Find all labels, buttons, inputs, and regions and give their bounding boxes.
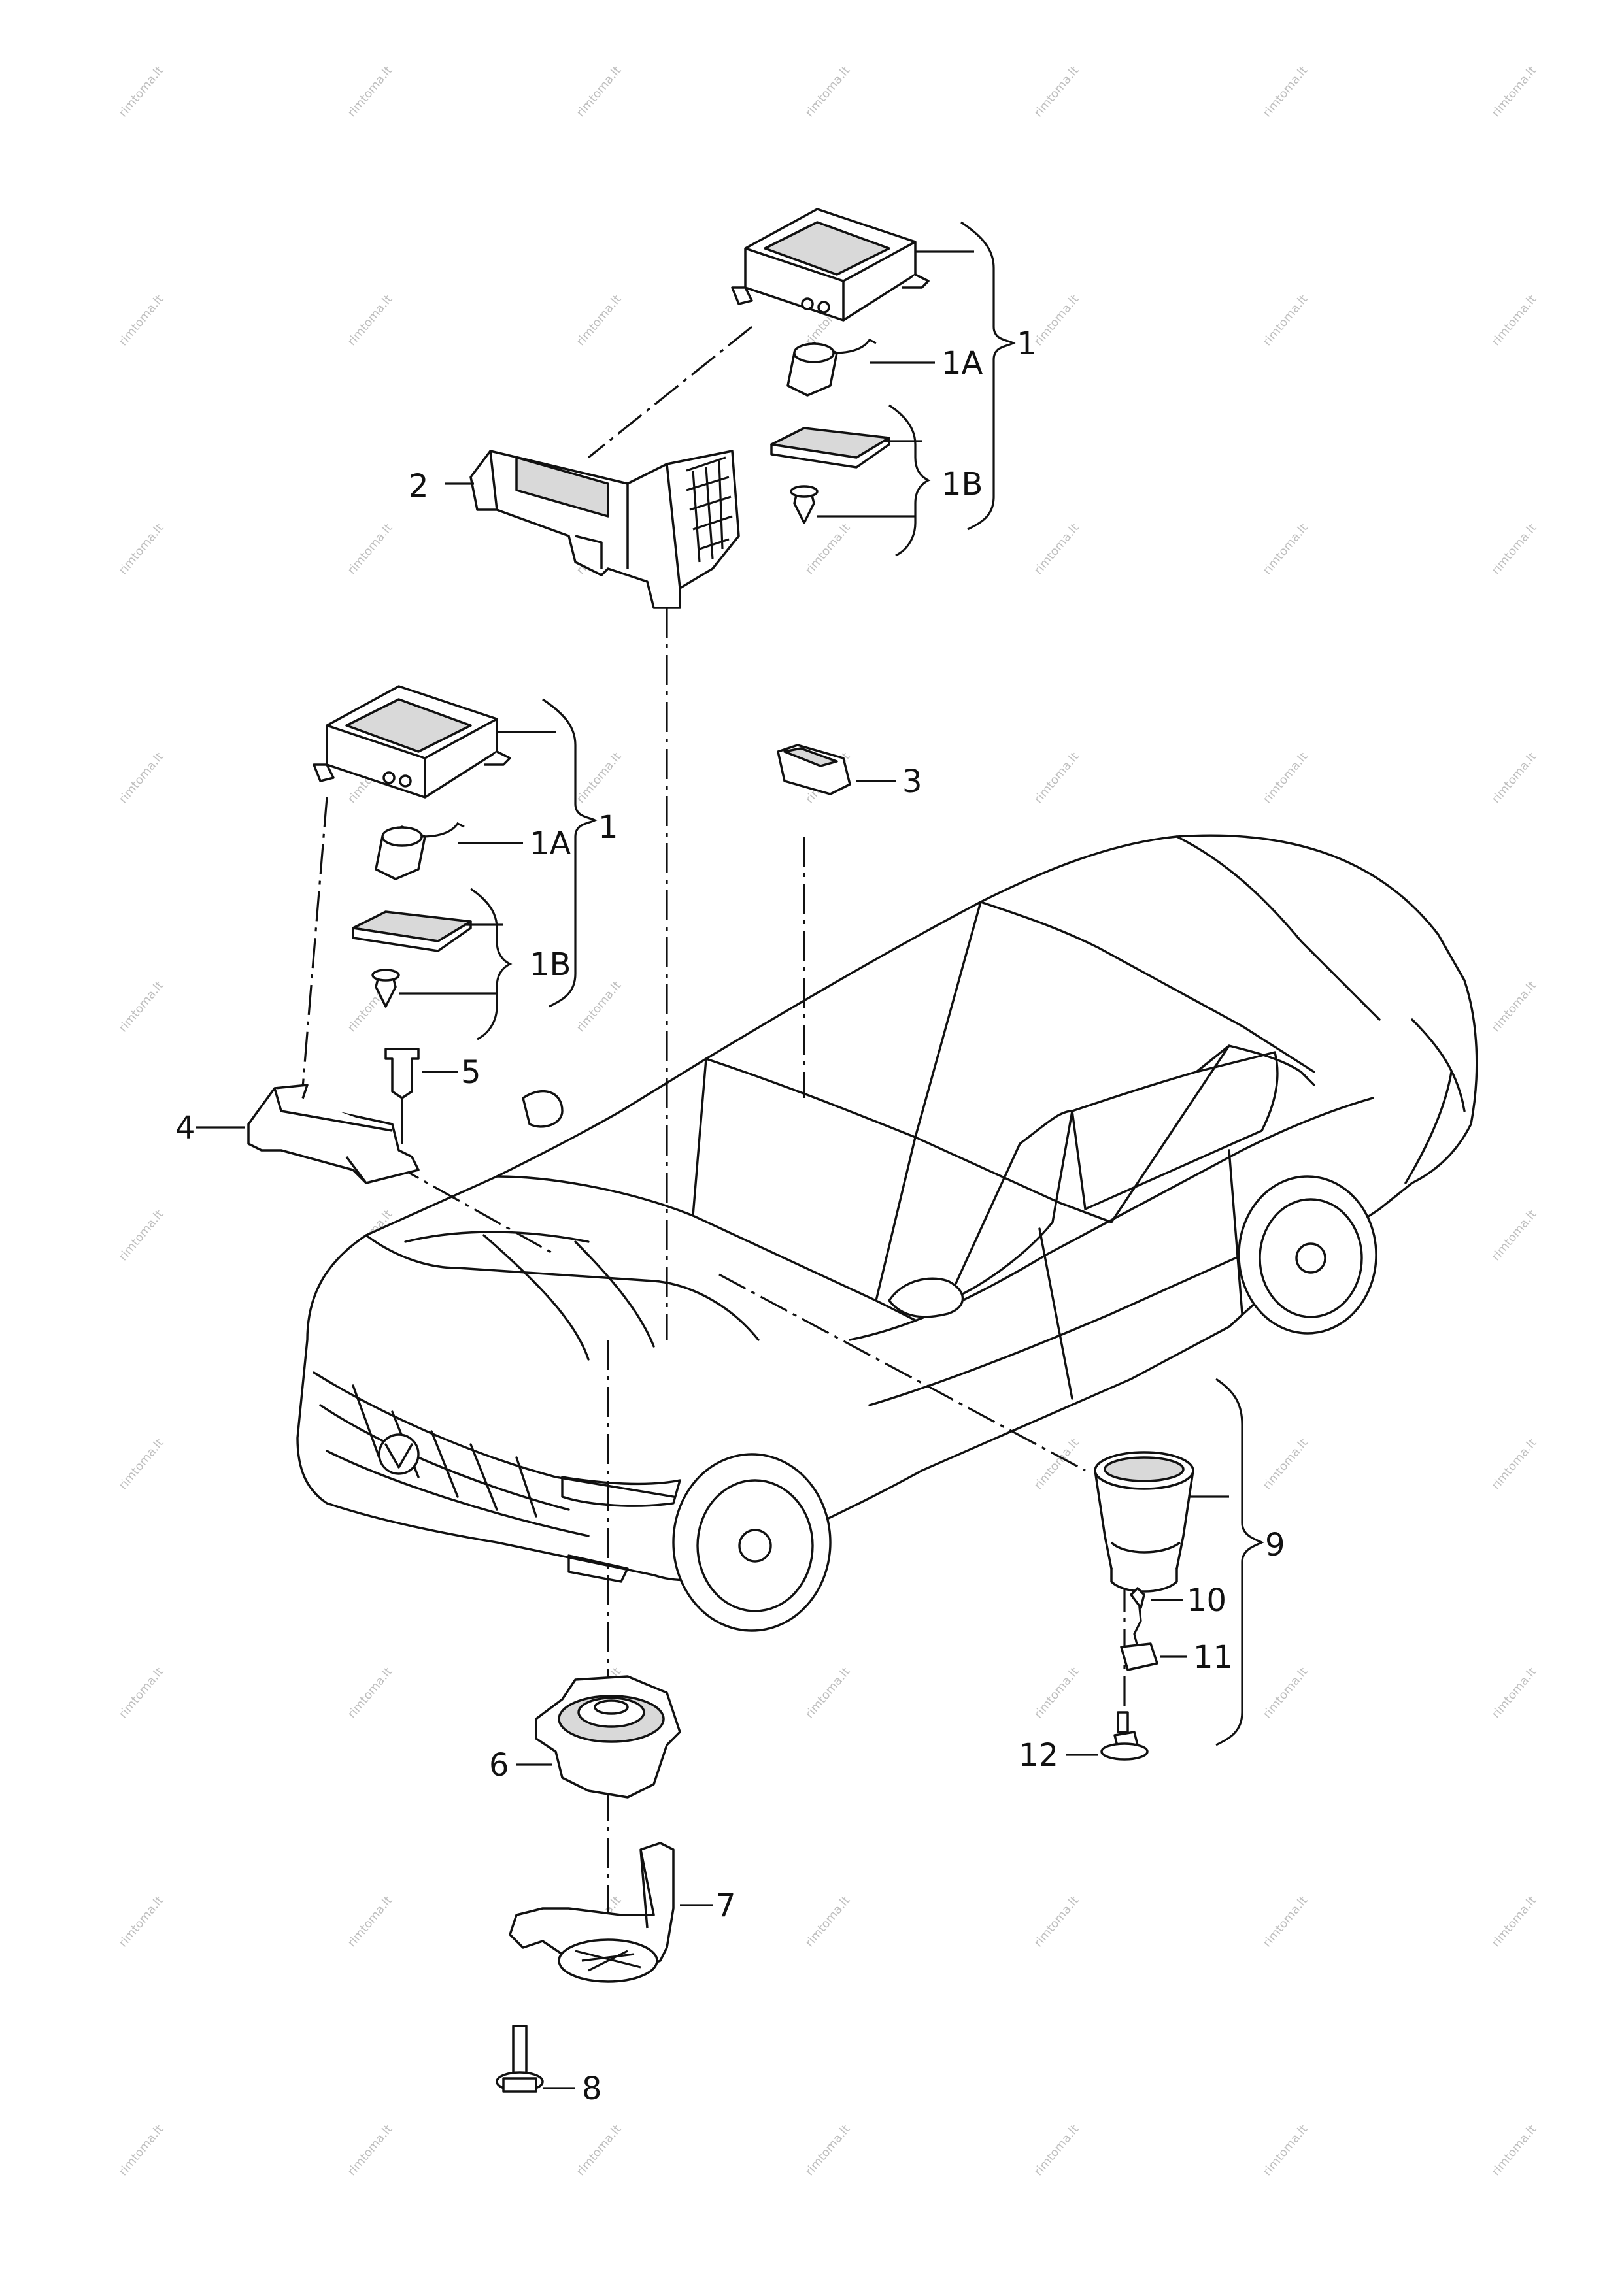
brace-1-top [960,221,1016,531]
callout-5: 5 [461,1054,481,1091]
screw-1b-mid [371,969,497,1008]
watermark-text: rimtoma.lt [116,978,167,1035]
callout-4: 4 [175,1110,195,1146]
watermark-text: rimtoma.lt [1032,521,1082,577]
sensor-3 [777,744,896,795]
watermark-text: rimtoma.lt [1489,978,1540,1035]
watermark-text: rimtoma.lt [345,1665,396,1721]
callout-1a-mid: 1A [530,825,571,862]
watermark-text: rimtoma.lt [116,1665,167,1721]
callout-1a-top: 1A [941,345,983,382]
control-unit-mid [313,685,556,799]
watermark-text: rimtoma.lt [1489,2122,1540,2178]
callout-1b-top: 1B [941,466,983,503]
bolt-12 [1066,1711,1149,1761]
callout-1-mid: 1 [598,809,618,846]
watermark-text: rimtoma.lt [1489,292,1540,348]
watermark-text: rimtoma.lt [345,292,396,348]
brace-1b-top [888,404,931,557]
brace-9 [1215,1378,1264,1746]
callout-2: 2 [409,468,429,505]
bracket-4 [196,1084,420,1184]
watermark-text: rimtoma.lt [1032,292,1082,348]
watermark-text: rimtoma.lt [345,521,396,577]
watermark-text: rimtoma.lt [803,1665,853,1721]
watermark-text: rimtoma.lt [1032,63,1082,120]
watermark-text: rimtoma.lt [1260,2122,1311,2178]
watermark-text: rimtoma.lt [574,2122,624,2178]
watermark-text: rimtoma.lt [1489,1436,1540,1492]
watermark-text: rimtoma.lt [116,1207,167,1263]
horn-6 [516,1675,681,1799]
watermark-text: rimtoma.lt [1260,63,1311,120]
callout-10: 10 [1187,1582,1226,1619]
watermark-text: rimtoma.lt [1032,2122,1082,2178]
brace-1-mid [542,698,598,1008]
watermark-text: rimtoma.lt [1032,1893,1082,1950]
callout-12: 12 [1019,1737,1058,1774]
watermark-text: rimtoma.lt [803,521,853,577]
callout-11: 11 [1193,1639,1233,1676]
connector-1a-mid [375,822,523,880]
watermark-text: rimtoma.lt [1032,750,1082,806]
callout-1-top: 1 [1017,325,1037,362]
brace-1b-mid [470,888,513,1040]
watermark-text: rimtoma.lt [1260,1665,1311,1721]
watermark-text: rimtoma.lt [116,292,167,348]
watermark-text: rimtoma.lt [574,750,624,806]
watermark-text: rimtoma.lt [1260,521,1311,577]
watermark-text: rimtoma.lt [116,2122,167,2178]
watermark-text: rimtoma.lt [1260,1893,1311,1950]
connector-11 [1120,1642,1187,1671]
connector-1a-top [786,338,935,397]
watermark-text: rimtoma.lt [116,63,167,120]
cover-1b-mid [352,910,503,952]
watermark-text: rimtoma.lt [1260,1436,1311,1492]
callout-9: 9 [1265,1527,1285,1563]
watermark-text: rimtoma.lt [803,1893,853,1950]
watermark-text: rimtoma.lt [116,521,167,577]
watermark-text: rimtoma.lt [345,2122,396,2178]
callout-3: 3 [902,763,922,800]
watermark-text: rimtoma.lt [1489,1665,1540,1721]
watermark-text: rimtoma.lt [345,63,396,120]
watermark-text: rimtoma.lt [1489,750,1540,806]
watermark-text: rimtoma.lt [345,1893,396,1950]
watermark-text: rimtoma.lt [1489,63,1540,120]
watermark-text: rimtoma.lt [574,63,624,120]
watermark-text: rimtoma.lt [116,1893,167,1950]
watermark-text: rimtoma.lt [803,2122,853,2178]
watermark-text: rimtoma.lt [1489,521,1540,577]
wire-10 [1130,1587,1183,1648]
callout-8: 8 [582,2071,602,2107]
clip-5 [384,1048,458,1099]
watermark-text: rimtoma.lt [116,1436,167,1492]
bracket-2 [445,450,740,609]
watermark-text: rimtoma.lt [1260,750,1311,806]
bolt-8 [496,2025,575,2093]
callout-labels: 2 1A 1 1B 3 1A 1 1B 5 4 9 10 11 12 6 7 8 [175,325,1285,2107]
callout-6: 6 [489,1747,509,1784]
watermark-text: rimtoma.lt [574,292,624,348]
watermark-text: rimtoma.lt [803,63,853,120]
watermark-text: rimtoma.lt [1489,1207,1540,1263]
watermark-text: rimtoma.lt [116,750,167,806]
callout-1b-mid: 1B [530,946,571,983]
screw-1b-top [790,485,915,524]
car-outline [296,834,1478,1632]
watermark-text: rimtoma.lt [1489,1893,1540,1950]
control-unit-top [731,208,930,322]
horn-9 [1094,1451,1229,1593]
callout-7: 7 [716,1888,736,1924]
watermark-text: rimtoma.lt [574,978,624,1035]
watermark-text: rimtoma.lt [1260,292,1311,348]
cover-1b-top [770,427,922,469]
watermark-text: rimtoma.lt [1032,1665,1082,1721]
bracket-7 [509,1842,713,1983]
reference-lines [299,325,1126,1980]
